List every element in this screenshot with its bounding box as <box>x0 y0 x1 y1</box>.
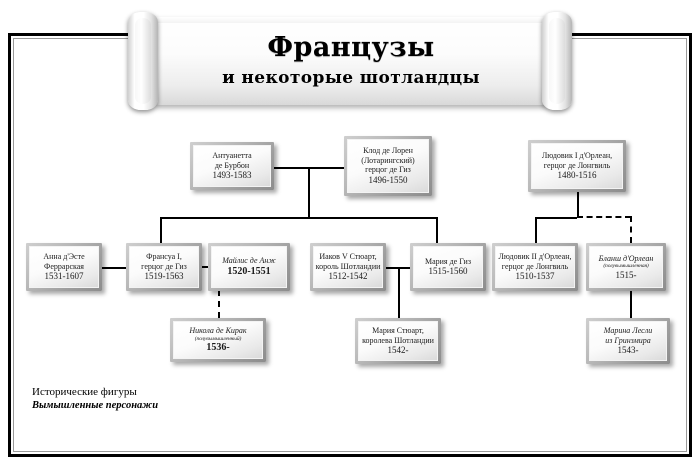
person-name-line: Иаков V Стюарт, <box>319 252 377 261</box>
node-inner: Бланш д'Орлеан (полувымышленная) 1515- <box>589 246 663 288</box>
person-name-line: король Шотландии <box>315 261 381 271</box>
connector-drop-longueville <box>577 192 579 218</box>
person-name-line: Антуанетта <box>212 151 252 160</box>
legend: Исторические фигуры Вымышленные персонаж… <box>32 386 158 411</box>
person-node-james-v-stuart[interactable]: Иаков V Стюарт, король Шотландии 1512-15… <box>310 243 386 291</box>
person-name-line: де Бурбон <box>214 160 250 170</box>
person-name-line: Марина Лесли <box>603 326 653 335</box>
connector-marriage-anna-francois <box>102 267 126 269</box>
connector-branch-francois <box>160 217 162 243</box>
node-inner: Людовик I д'Орлеан, герцог де Лонгвиль 1… <box>531 143 623 189</box>
scroll-roll-left <box>128 12 158 110</box>
person-node-anna-este[interactable]: Анна д'Эсте Феррарская 1531-1607 <box>26 243 102 291</box>
connector-branch-mariaguise <box>436 217 438 243</box>
person-node-maria-de-guise[interactable]: Мария де Гиз 1515-1560 <box>410 243 486 291</box>
connector-sibling-bar-blanche-dashed <box>577 216 631 218</box>
person-node-antoinette[interactable]: Антуанетта де Бурбон 1493-1583 <box>190 142 274 190</box>
person-name-line: Анна д'Эсте <box>43 252 85 261</box>
connector-drop-mariastuart <box>398 267 400 318</box>
person-dates: 1536- <box>206 342 230 354</box>
person-dates: 1520-1551 <box>227 265 271 277</box>
node-inner: Людовик II д'Орлеан, герцог де Лонгвиль … <box>495 246 575 288</box>
page-title: Французы <box>267 32 435 64</box>
person-name-line: Бланш д'Орлеан <box>598 253 654 263</box>
node-inner: Мария де Гиз 1515-1560 <box>413 246 483 288</box>
person-dates: 1531-1607 <box>44 271 84 282</box>
connector-branch-blanche-dashed <box>630 216 632 243</box>
scroll-roll-right <box>542 12 572 110</box>
person-name-line: Людовик II д'Орлеан, <box>498 252 572 261</box>
person-dates: 1496-1550 <box>368 174 408 185</box>
person-name-line: Мария Стюарт, <box>372 326 424 335</box>
person-dates: 1510-1537 <box>515 271 555 282</box>
node-inner: Клод де Лорен (Лотарингский) герцог де Г… <box>347 139 429 193</box>
person-dates: 1519-1563 <box>144 271 184 282</box>
person-node-nicolas-de-kirak[interactable]: Никола де Кирак (полувымышленный) 1536- <box>170 318 266 362</box>
node-inner: Иаков V Стюарт, король Шотландии 1512-15… <box>313 246 383 288</box>
person-dates: 1493-1583 <box>212 170 252 181</box>
person-name-line: Франсуа I, <box>146 252 182 261</box>
person-name-line: из Гринзмира <box>605 335 651 345</box>
person-node-mailis-de-anzh[interactable]: Майлис де Анж 1520-1551 <box>208 243 290 291</box>
page-subtitle: и некоторые шотландцы <box>222 67 480 88</box>
person-name-line: королева Шотландии <box>362 335 434 345</box>
person-dates: 1515- <box>615 269 637 280</box>
node-inner: Марина Лесли из Гринзмира 1543- <box>589 321 667 361</box>
person-name-line: Никола де Кирак <box>189 325 247 335</box>
person-node-francois-i-guise[interactable]: Франсуа I, герцог де Гиз 1519-1563 <box>126 243 202 291</box>
connector-drop-nicolas-dashed <box>218 290 220 318</box>
person-name-line: Феррарская <box>44 261 84 271</box>
node-inner: Франсуа I, герцог де Гиз 1519-1563 <box>129 246 199 288</box>
person-name-line: Мария де Гиз <box>424 256 471 266</box>
title-scroll-banner: Французы и некоторые шотландцы <box>128 12 572 110</box>
person-node-blanche-orleans[interactable]: Бланш д'Орлеан (полувымышленная) 1515- <box>586 243 666 291</box>
person-name-note: (полувымышленный) <box>194 335 242 342</box>
person-dates: 1543- <box>617 345 639 356</box>
node-inner: Мария Стюарт, королева Шотландии 1542- <box>358 321 438 361</box>
connector-branch-louis2 <box>535 217 537 243</box>
node-inner: Майлис де Анж 1520-1551 <box>211 246 287 288</box>
node-inner: Антуанетта де Бурбон 1493-1583 <box>193 145 271 187</box>
person-name-line: Майлис де Анж <box>222 256 276 266</box>
person-name-line: герцог де Лонгвиль <box>501 261 569 271</box>
legend-fictional-label: Вымышленные персонажи <box>32 400 159 411</box>
connector-drop-marina <box>630 290 632 318</box>
legend-historical-label: Исторические фигуры <box>32 386 137 398</box>
person-node-marina-leslie[interactable]: Марина Лесли из Гринзмира 1543- <box>586 318 670 364</box>
title-text-group: Французы и некоторые шотландцы <box>156 17 546 105</box>
person-node-louis-i-orleans[interactable]: Людовик I д'Орлеан, герцог де Лонгвиль 1… <box>528 140 626 192</box>
connector-drop-guise-children <box>308 167 310 219</box>
scroll-paper <box>156 17 546 105</box>
person-name-note: (полувымышленная) <box>603 263 649 270</box>
node-inner: Анна д'Эсте Феррарская 1531-1607 <box>29 246 99 288</box>
person-name-line: герцог де Гиз <box>141 261 187 271</box>
person-node-claude[interactable]: Клод де Лорен (Лотарингский) герцог де Г… <box>344 136 432 196</box>
person-name-line: Людовик I д'Орлеан, <box>541 151 613 160</box>
person-dates: 1480-1516 <box>557 170 597 181</box>
connector-sibling-bar-longueville <box>535 217 577 219</box>
person-dates: 1512-1542 <box>328 271 368 282</box>
person-node-maria-stuart[interactable]: Мария Стюарт, королева Шотландии 1542- <box>355 318 441 364</box>
person-dates: 1515-1560 <box>428 266 468 277</box>
node-inner: Никола де Кирак (полувымышленный) 1536- <box>173 321 263 359</box>
person-dates: 1542- <box>387 345 409 356</box>
connector-sibling-bar-guise <box>160 217 438 219</box>
person-name-line: герцог де Лонгвиль <box>543 160 611 170</box>
person-name-line: герцог де Гиз <box>365 165 411 175</box>
person-name-line: Клод де Лорен <box>363 146 413 156</box>
person-name-line: (Лотарингский) <box>361 155 415 165</box>
person-node-louis-ii-orleans[interactable]: Людовик II д'Орлеан, герцог де Лонгвиль … <box>492 243 578 291</box>
